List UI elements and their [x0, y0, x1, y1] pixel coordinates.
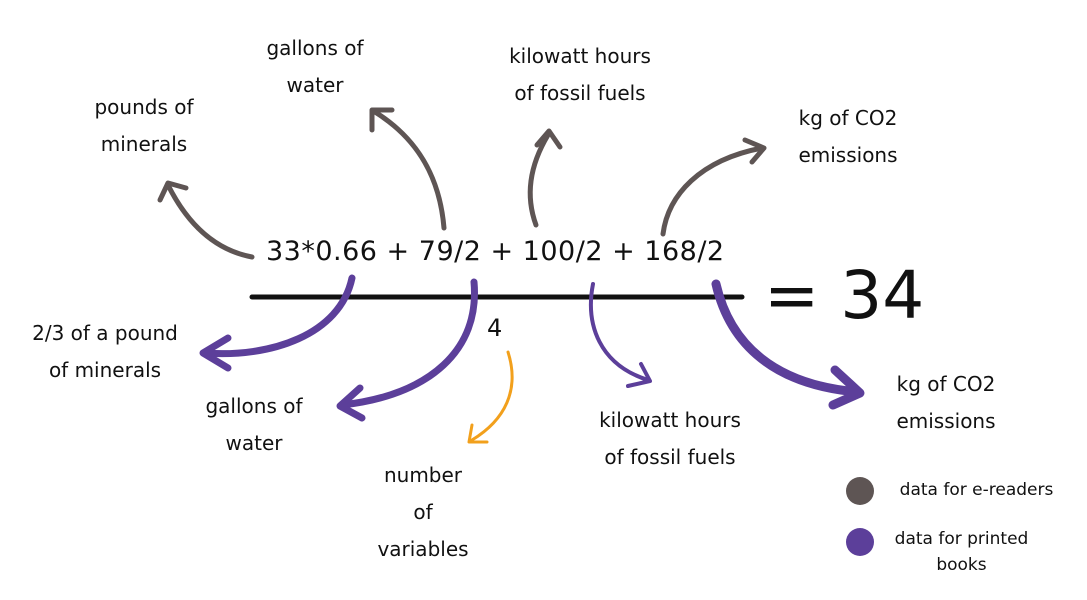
label-number-of-variables: number of variables	[377, 463, 469, 561]
label-ereader-kwh: kilowatt hours of fossil fuels	[509, 44, 651, 105]
label-printed-kwh: kilowatt hours of fossil fuels	[599, 408, 741, 469]
legend-ereader-swatch	[846, 477, 874, 505]
label-printed-water: gallons of water	[205, 394, 303, 455]
arrow-ereader-water-head	[369, 107, 395, 133]
formula-numerator: 33*0.66 + 79/2 + 100/2 + 168/2	[266, 236, 725, 267]
arrow-ereader-kwh-head	[534, 128, 563, 150]
arrow-ereader-kwh	[527, 132, 551, 228]
arrow-printed-kwh-head	[626, 362, 652, 388]
arrow-ereader-co2	[660, 145, 765, 237]
arrow-ereader-minerals-head	[157, 180, 189, 203]
arrow-printed-co2-head	[828, 365, 865, 410]
arrow-printed-minerals-head	[199, 334, 232, 372]
label-printed-minerals: 2/3 of a pound of minerals	[32, 321, 178, 382]
formula-result: = 34	[764, 257, 925, 334]
label-ereader-minerals: pounds of minerals	[94, 95, 194, 156]
arrow-ereader-co2-head	[742, 137, 767, 165]
arrow-ereader-minerals	[165, 182, 255, 260]
label-ereader-water: gallons of water	[266, 36, 364, 97]
label-printed-co2: kg of CO2 emissions	[896, 372, 996, 433]
formula-divisor: 4	[487, 314, 503, 342]
legend-ereader-label: data for e-readers	[899, 480, 1054, 500]
legend-printed-label: data for printed books	[894, 529, 1029, 575]
arrow-variable-count	[470, 350, 514, 442]
arrow-printed-water	[338, 278, 478, 409]
arrow-printed-water-head	[336, 384, 366, 422]
arrow-printed-kwh	[588, 282, 650, 382]
arrow-ereader-water	[372, 109, 447, 231]
arrow-printed-minerals	[201, 274, 356, 358]
label-ereader-co2: kg of CO2 emissions	[798, 106, 898, 167]
legend-printed-swatch	[846, 528, 874, 556]
arrow-variable-count-head	[467, 423, 489, 444]
arrow-printed-co2	[711, 279, 863, 397]
